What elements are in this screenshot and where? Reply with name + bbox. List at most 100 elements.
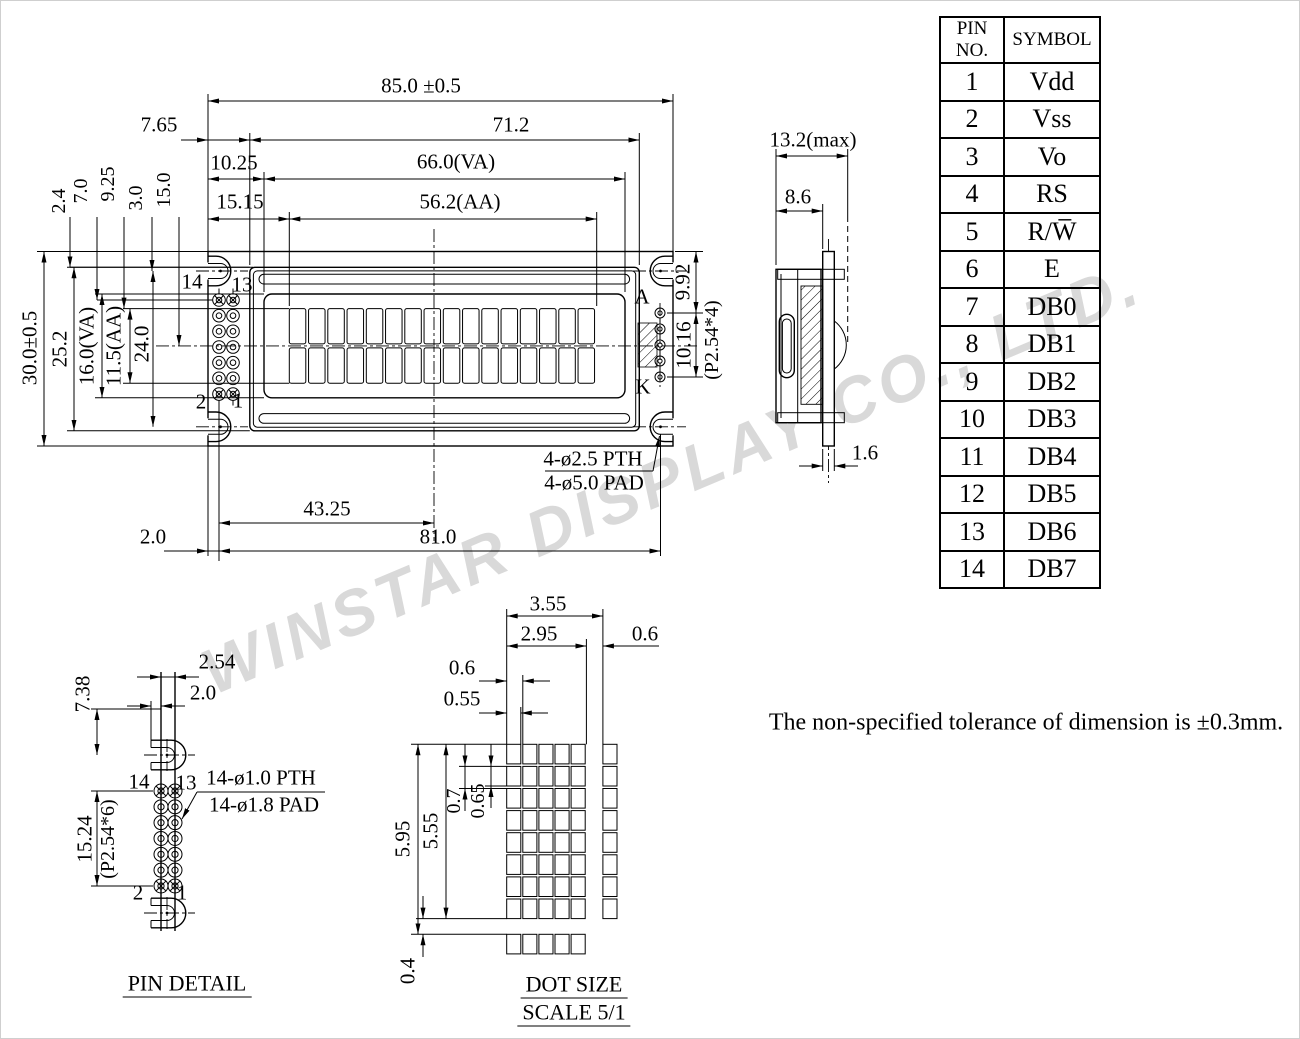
- backlight-pads: [654, 307, 666, 383]
- dot-dim-char-height: 5.55: [418, 812, 443, 850]
- callout-mount-hole: 4-ø2.5 PTH: [543, 446, 643, 471]
- dim-pin-to-center: 43.25: [303, 496, 351, 521]
- pin-table-header-row: PIN NO. SYMBOL: [939, 16, 1101, 64]
- dim-backlight-pin-pitch: (P2.54*4): [701, 300, 723, 380]
- dim-overall-height: 30.0±0.5: [17, 310, 42, 386]
- symbol-cell: Vo: [1003, 137, 1101, 177]
- dot-matrix: [506, 743, 618, 955]
- pin-cell: 3: [939, 137, 1005, 177]
- detail-pin14-label: 14: [128, 769, 150, 794]
- detail-dim-pad-pitch: 2.54: [198, 649, 236, 674]
- dim-bezel-height: 25.2: [47, 330, 72, 368]
- dot-dim-dot-height: 0.65: [467, 783, 489, 819]
- symbol-cell: DB7: [1003, 549, 1101, 589]
- dim-pcb-thickness: 1.6: [851, 440, 879, 465]
- dim-pin-edge-offset: 2.0: [139, 524, 167, 549]
- dim-backlight-pin-span: 10.16: [671, 321, 696, 369]
- dot-dim-dot-pitch-y: 0.7: [443, 788, 465, 814]
- dim-backlight-pin-offset: 9.92: [670, 263, 695, 301]
- detail-callout-hole: 14-ø1.0 PTH: [206, 765, 316, 790]
- symbol-cell: DB3: [1003, 399, 1101, 439]
- dim-overall-width: 85.0 ±0.5: [381, 73, 461, 98]
- dot-dim-char-width: 2.95: [520, 621, 558, 646]
- dim-aa-offset-x: 15.15: [216, 189, 264, 214]
- pin-table-header-symbol: SYMBOL: [1003, 16, 1101, 64]
- callout-mount-pad: 4-ø5.0 PAD: [544, 470, 644, 495]
- pin-cell: 7: [939, 287, 1005, 327]
- dim-edge-to-bezel: 2.4: [48, 188, 70, 214]
- dim-aa-width: 56.2(AA): [419, 189, 501, 214]
- dim-edge-to-aa: 9.25: [97, 166, 119, 202]
- pin-cell: 11: [939, 437, 1005, 477]
- pin-detail-title: PIN DETAIL: [122, 972, 252, 998]
- pin-detail-view: [91, 672, 325, 931]
- detail-dim-pin-pitch: (P2.54*6): [97, 799, 119, 879]
- symbol-cell: Vss: [1003, 99, 1101, 139]
- symbol-cell: DB4: [1003, 437, 1101, 477]
- anode-label: A: [634, 284, 650, 309]
- pin-cell: 14: [939, 549, 1005, 589]
- detail-dim-pad-edge: 2.0: [189, 680, 217, 705]
- detail-pin2-label: 2: [132, 880, 144, 905]
- dim-edge-to-pin: 7.0: [70, 178, 92, 204]
- pin-table-header-pin: PIN NO.: [939, 16, 1005, 64]
- detail-pin1-label: 1: [176, 880, 188, 905]
- pin-cell: 2: [939, 99, 1005, 139]
- symbol-cell: DB1: [1003, 324, 1101, 364]
- dim-aa-height: 11.5(AA): [101, 305, 126, 387]
- dim-edge-to-center: 15.0: [153, 172, 175, 208]
- dim-hole-pitch-y: 24.0: [129, 325, 154, 363]
- symbol-cell: DB5: [1003, 474, 1101, 514]
- pin-cell: 9: [939, 362, 1005, 402]
- pin-cell: 12: [939, 474, 1005, 514]
- pin2-label: 2: [195, 389, 207, 414]
- pin-cell: 6: [939, 249, 1005, 289]
- pin-cell: 1: [939, 62, 1005, 102]
- dim-hole-pitch-x: 81.0: [419, 524, 457, 549]
- cathode-label: K: [635, 374, 651, 399]
- pin-cell: 5: [939, 212, 1005, 252]
- dim-bezel-width: 71.2: [492, 112, 530, 137]
- dim-module-depth: 8.6: [784, 184, 812, 209]
- dim-va-offset-x: 10.25: [210, 150, 258, 175]
- pin-cell: 13: [939, 512, 1005, 552]
- pin14-label: 14: [181, 269, 203, 294]
- symbol-cell: RS: [1003, 174, 1101, 214]
- pin-cell: 10: [939, 399, 1005, 439]
- dot-size-title: DOT SIZE: [520, 973, 628, 999]
- detail-dim-hole-offset: 7.38: [70, 675, 95, 713]
- pin-detail-pads: [153, 783, 183, 894]
- dim-va-width: 66.0(VA): [416, 149, 496, 174]
- symbol-cell: DB6: [1003, 512, 1101, 552]
- dim-bezel-offset-x: 7.65: [140, 112, 178, 137]
- dot-dim-char-pitch-x: 3.55: [529, 591, 567, 616]
- symbol-cell: Vdd: [1003, 62, 1101, 102]
- dot-dim-dot-pitch-x: 0.6: [448, 655, 476, 680]
- dot-dim-char-gap-x: 0.6: [631, 621, 659, 646]
- symbol-cell: E: [1003, 249, 1101, 289]
- interface-pads: [212, 293, 240, 401]
- dot-dim-char-pitch-y: 5.95: [390, 820, 415, 858]
- pin-cell: 8: [939, 324, 1005, 364]
- pin-cell: 4: [939, 174, 1005, 214]
- detail-pin13-label: 13: [175, 770, 197, 795]
- dot-dim-char-gap-y: 0.4: [395, 957, 420, 985]
- dim-depth-max: 13.2(max): [769, 127, 857, 152]
- symbol-cell: DB2: [1003, 362, 1101, 402]
- dim-va-height: 16.0(VA): [74, 306, 99, 386]
